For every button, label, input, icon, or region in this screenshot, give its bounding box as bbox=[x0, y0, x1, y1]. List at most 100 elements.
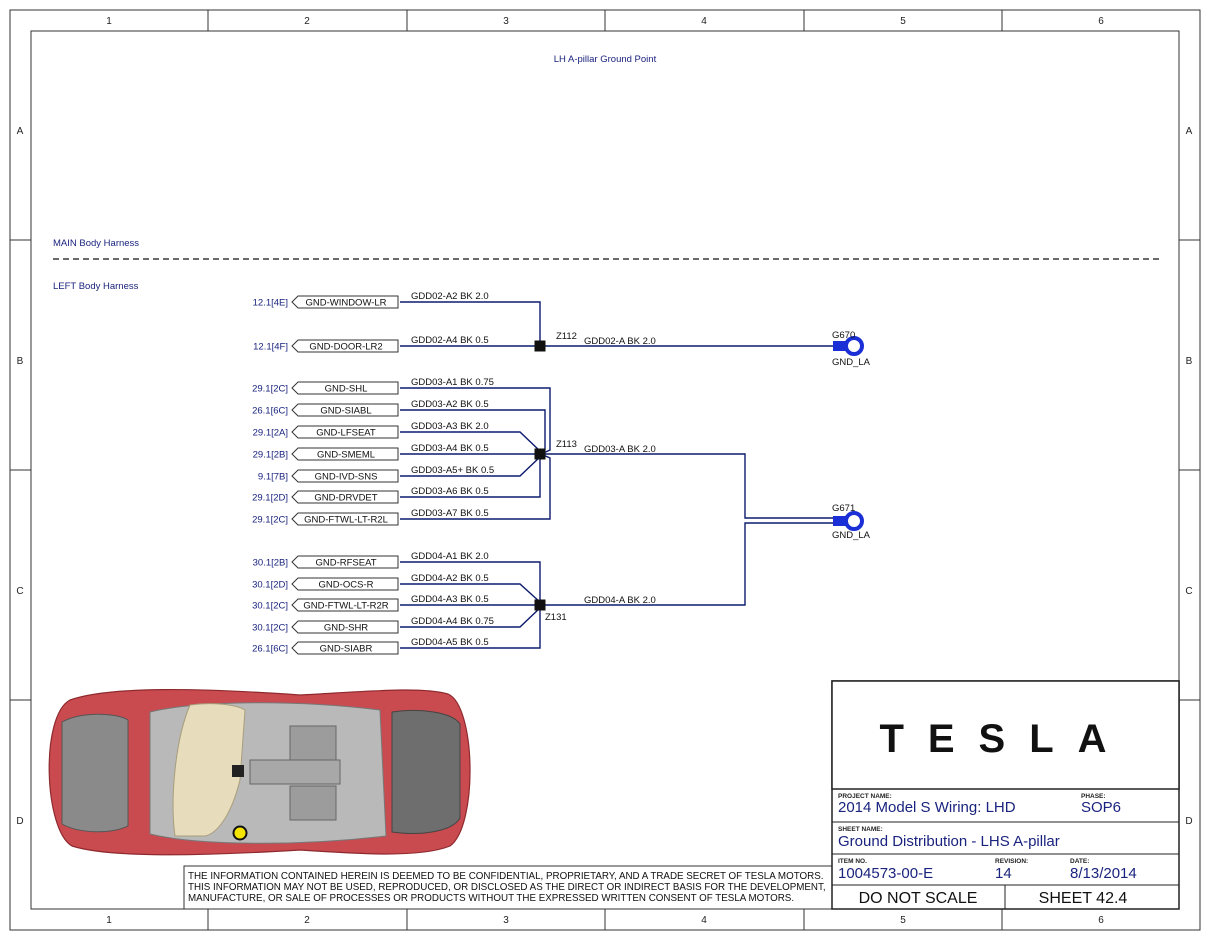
connector-box bbox=[291, 555, 399, 569]
wire-label: GDD04-A5 BK 0.5 bbox=[411, 637, 489, 648]
connector-name: GND-RFSEAT bbox=[315, 558, 376, 569]
wire-label: GDD03-A3 BK 2.0 bbox=[411, 421, 489, 432]
connector-name: GND-OCS-R bbox=[319, 580, 374, 591]
wire-label: GDD03-A7 BK 0.5 bbox=[411, 508, 489, 519]
col-label: 1 bbox=[106, 16, 112, 27]
col-label: 4 bbox=[701, 915, 707, 926]
row-label: A bbox=[17, 126, 24, 137]
phase-value: SOP6 bbox=[1081, 799, 1121, 816]
column-labels: 1 2 3 4 5 6 1 2 3 4 5 6 bbox=[106, 16, 1104, 926]
connector-ref: 29.1[2D] bbox=[252, 493, 288, 504]
connector-ref: 29.1[2A] bbox=[253, 428, 288, 439]
item-number: 1004573-00-E bbox=[838, 865, 933, 882]
column-dividers bbox=[207, 10, 1003, 930]
wire-label: GDD03-A2 BK 0.5 bbox=[411, 399, 489, 410]
seat bbox=[289, 725, 337, 761]
main-harness-label: MAIN Body Harness bbox=[53, 238, 139, 249]
connector-box bbox=[291, 339, 399, 353]
connector-box bbox=[291, 381, 399, 395]
ground-label: GND_LA bbox=[832, 530, 871, 541]
ground-g670: G670 GND_LA bbox=[832, 330, 871, 368]
connector-box bbox=[291, 447, 399, 461]
seat bbox=[289, 785, 337, 821]
connector-name: GND-FTWL-LT-R2L bbox=[304, 515, 388, 526]
connector-name: GND-SIABL bbox=[320, 406, 371, 417]
row-labels: A B C D A B C D bbox=[16, 126, 1192, 827]
car-frunk bbox=[61, 713, 129, 833]
col-label: 6 bbox=[1098, 16, 1104, 27]
car-locator-illustration bbox=[48, 689, 471, 856]
sheet-name-label: SHEET NAME: bbox=[838, 826, 883, 833]
splice-z112 bbox=[534, 340, 546, 352]
disclaimer-box bbox=[183, 865, 833, 910]
splice-z131 bbox=[534, 599, 546, 611]
sheet-heading: LH A-pillar Ground Point bbox=[554, 54, 657, 65]
connector-ref: 29.1[2B] bbox=[253, 450, 288, 461]
disclaimer-line: THE INFORMATION CONTAINED HEREIN IS DEEM… bbox=[188, 871, 823, 882]
row-label: B bbox=[17, 356, 24, 367]
row-label: D bbox=[16, 816, 23, 827]
wire-label: GDD02-A4 BK 0.5 bbox=[411, 335, 489, 346]
revision-value: 14 bbox=[995, 865, 1012, 882]
wire-label: GDD03-A BK 2.0 bbox=[584, 444, 656, 455]
row-label: C bbox=[16, 586, 23, 597]
ground-label: GND_LA bbox=[832, 357, 871, 368]
phase-label: PHASE: bbox=[1081, 793, 1106, 800]
title-block: TESLA PROJECT NAME: 2014 Model S Wiring:… bbox=[831, 680, 1180, 910]
splice-z113 bbox=[534, 448, 546, 460]
wire-label: GDD02-A2 BK 2.0 bbox=[411, 291, 489, 302]
wire-label: GDD02-A BK 2.0 bbox=[584, 336, 656, 347]
col-label: 4 bbox=[701, 16, 707, 27]
splice-label: Z113 bbox=[556, 439, 577, 450]
connector-name: GND-SIABR bbox=[320, 644, 373, 655]
connector-name: GND-FTWL-LT-R2R bbox=[303, 601, 388, 612]
col-label: 3 bbox=[503, 915, 509, 926]
ground-id: G671 bbox=[832, 503, 855, 514]
a-pillar-highlight bbox=[172, 703, 246, 837]
connector-box bbox=[291, 295, 399, 309]
sheet-number: SHEET 42.4 bbox=[1039, 890, 1128, 907]
connector-name: GND-DOOR-LR2 bbox=[309, 342, 382, 353]
console bbox=[249, 759, 341, 785]
row-dividers bbox=[10, 239, 1200, 701]
connector-box bbox=[291, 469, 399, 483]
connector-box bbox=[291, 620, 399, 634]
connector-ref: 30.1[2B] bbox=[253, 558, 288, 569]
left-harness-label: LEFT Body Harness bbox=[53, 281, 139, 292]
connector-name: GND-SMEML bbox=[317, 450, 375, 461]
splice-label: Z131 bbox=[545, 612, 567, 623]
wire-label: GDD03-A6 BK 0.5 bbox=[411, 486, 489, 497]
wire-label: GDD03-A5+ BK 0.5 bbox=[411, 465, 494, 476]
connector-box bbox=[291, 641, 399, 655]
connector-row: 26.1[6C] GND-SIABR GDD04-A5 BK 0.5 bbox=[252, 637, 489, 655]
ground-lug bbox=[833, 516, 847, 526]
ground-eyelet bbox=[844, 511, 864, 531]
connector-box bbox=[291, 403, 399, 417]
splice-markers bbox=[534, 340, 546, 611]
connector-ref: 26.1[6C] bbox=[252, 644, 288, 655]
row-label: A bbox=[1186, 126, 1193, 137]
col-label: 2 bbox=[304, 915, 310, 926]
component bbox=[232, 765, 244, 777]
col-label: 6 bbox=[1098, 915, 1104, 926]
connector-name: GND-SHR bbox=[324, 623, 368, 634]
ground-g671: G671 GND_LA bbox=[832, 503, 871, 541]
logo-area bbox=[831, 680, 1180, 790]
ground-id: G670 bbox=[832, 330, 855, 341]
col-label: 1 bbox=[106, 915, 112, 926]
tesla-logo: TESLA bbox=[879, 717, 1130, 761]
project-name: 2014 Model S Wiring: LHD bbox=[838, 799, 1016, 816]
disclaimer-line: MANUFACTURE, OR SALE OF PROCESSES OR PRO… bbox=[188, 893, 794, 904]
row-label: C bbox=[1185, 586, 1192, 597]
